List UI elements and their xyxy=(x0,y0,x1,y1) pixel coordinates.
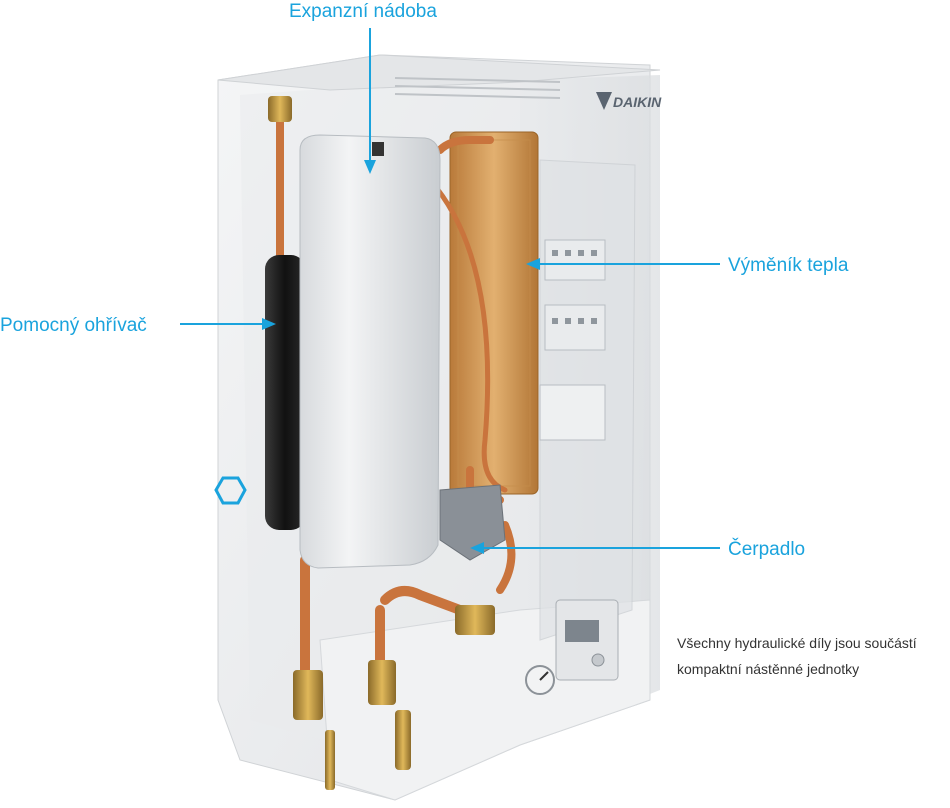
label-expansion-vessel: Expanzní nádoba xyxy=(289,1,437,22)
hexagon-marker-icon xyxy=(214,476,247,505)
brass-valves xyxy=(268,96,495,790)
callout-arrow-heat-exchanger xyxy=(526,258,540,270)
pressure-gauge xyxy=(525,665,555,695)
callout-lines xyxy=(180,28,720,554)
callout-arrow-expansion xyxy=(364,160,376,174)
label-auxiliary-heater: Pomocný ohřívač xyxy=(0,315,147,336)
top-vent-grille xyxy=(394,77,561,99)
daikin-logo xyxy=(596,92,612,110)
auxiliary-heater xyxy=(265,255,305,530)
caption: Všechny hydraulické díly jsou součástí k… xyxy=(677,630,947,682)
callout-arrow-aux-heater xyxy=(262,318,276,330)
label-pump: Čerpadlo xyxy=(728,539,806,560)
heat-exchanger xyxy=(449,131,539,495)
terminal-blocks xyxy=(539,239,606,441)
user-interface-controller xyxy=(555,599,619,681)
callout-arrow-pump xyxy=(470,542,484,554)
expansion-vessel xyxy=(299,134,441,569)
brand-logo-text: DAIKIN xyxy=(613,94,662,110)
pump xyxy=(439,484,506,561)
caption-line-2: kompaktní nástěnné jednotky xyxy=(677,661,860,677)
caption-line-1: Všechny hydraulické díly jsou součástí xyxy=(677,635,917,651)
label-heat-exchanger: Výměník tepla xyxy=(728,255,849,276)
